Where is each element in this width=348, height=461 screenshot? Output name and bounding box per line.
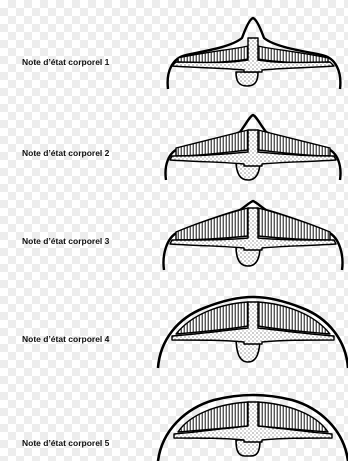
cross-section-bcs-5 <box>158 395 348 461</box>
cross-section-bcs-1 <box>168 18 341 89</box>
cross-section-bcs-3 <box>164 201 343 270</box>
cross-section-bcs-2 <box>166 115 341 180</box>
cross-section-bcs-4 <box>158 297 348 368</box>
